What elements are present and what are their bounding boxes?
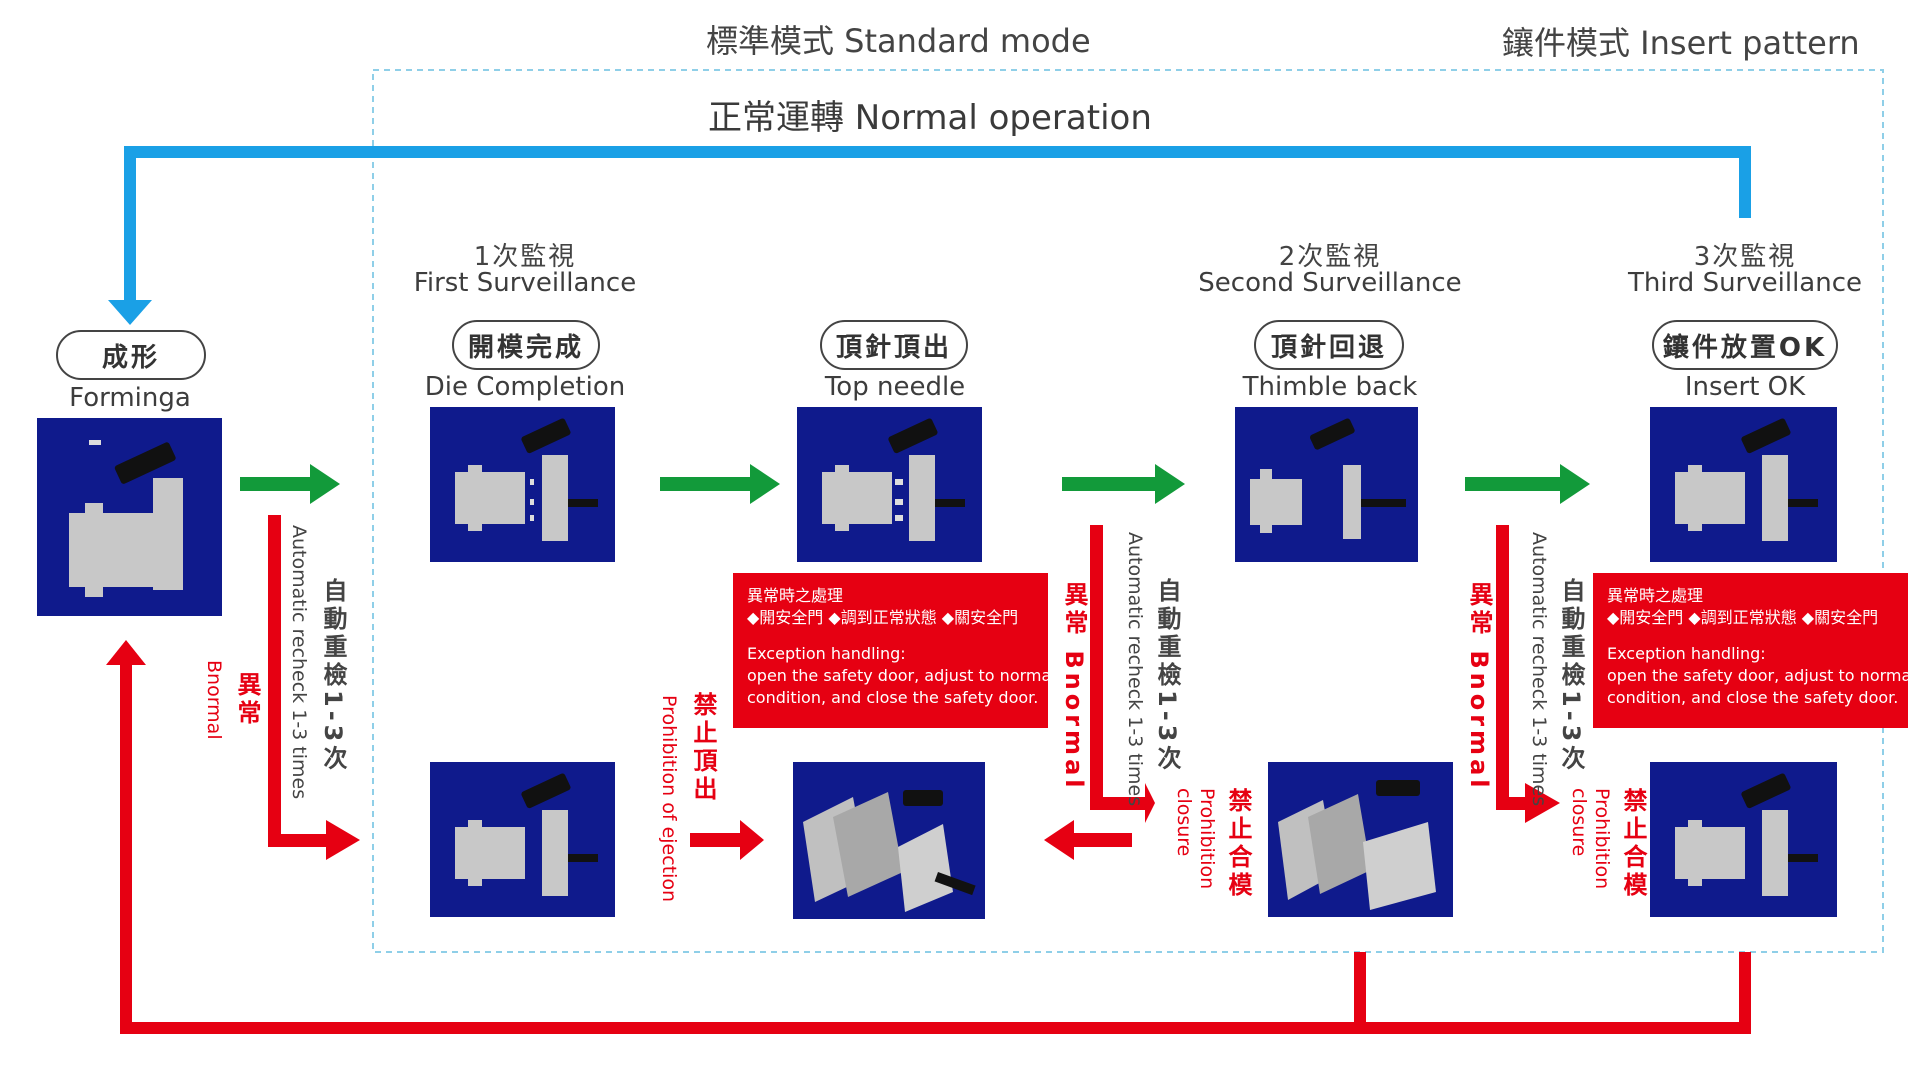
recheck-label-en-1: Automatic recheck 1-3 times — [288, 525, 310, 800]
closure-blocked-image — [1268, 762, 1453, 917]
stage4-pill: 鑲件放置OK — [1652, 320, 1838, 370]
exception-box-2: 異常時之處理 ◆開安全門 ◆調到正常狀態 ◆關安全門 Exception han… — [1593, 573, 1916, 728]
mode-frame — [372, 69, 1884, 953]
stage1-title-en: First Surveillance — [413, 268, 637, 298]
exception-text-en-2: condition, and close the safety door. — [747, 688, 1039, 707]
forming-label: Forminga — [69, 383, 191, 413]
prohibit-close-zh-1: 禁止合模 — [1224, 788, 1252, 900]
recheck-label-en-3: Automatic recheck 1-3 times — [1528, 532, 1550, 807]
normal-operation-label: 正常運轉 Normal operation — [708, 98, 1152, 138]
prohibit-close-en2-1: closure — [1173, 788, 1195, 857]
recheck-label-zh-1: 自動重檢1-3次 — [319, 578, 347, 774]
stage3-pill: 頂針回退 — [1254, 320, 1404, 370]
top-needle-image — [797, 407, 982, 562]
exception-text-en-1: open the safety door, adjust to normal — [1607, 666, 1916, 685]
prohibit-close-en1-2: Prohibition — [1591, 788, 1613, 890]
exception-title: 異常時之處理 — [1607, 586, 1704, 605]
die-completion-image — [430, 407, 615, 562]
exception-title: 異常時之處理 — [747, 586, 844, 605]
abnormal-label-3: 異常 Bnormal — [1465, 582, 1493, 792]
stage1-title-zh: 1次監視 — [473, 242, 577, 272]
open-mold-icon — [455, 773, 598, 896]
abnormal-loop-line — [120, 660, 1366, 1034]
recheck-label-zh-2: 自動重檢1-3次 — [1153, 578, 1181, 774]
open-mold-icon — [822, 418, 965, 541]
exception-box-1: 異常時之處理 ◆開安全門 ◆調到正常狀態 ◆關安全門 Exception han… — [733, 573, 1056, 728]
stage4-label: Insert OK — [1684, 372, 1806, 402]
mold-part-icon — [69, 440, 183, 597]
insert-pattern-title: 鑲件模式 Insert pattern — [1502, 24, 1860, 62]
exception-text-en-1: open the safety door, adjust to normal — [747, 666, 1056, 685]
insert-ok-image — [1650, 407, 1837, 562]
abnormal-label-2: 異常 Bnormal — [1060, 582, 1088, 792]
abnormal-arrows — [268, 515, 1560, 860]
forming-pill: 成形 — [56, 330, 206, 380]
stage2-label: Top needle — [824, 372, 966, 402]
recheck-label-zh-3: 自動重檢1-3次 — [1557, 578, 1585, 774]
exception-heading-en: Exception handling: — [747, 644, 906, 663]
open-mold-icon — [1675, 418, 1818, 541]
exception-steps: ◆開安全門 ◆調到正常狀態 ◆關安全門 — [747, 608, 1019, 627]
recheck-image-1 — [430, 762, 615, 917]
open-mold-icon — [455, 418, 598, 541]
ejection-blocked-image — [793, 762, 985, 919]
stage4-title-en: Third Surveillance — [1627, 268, 1862, 298]
prohibit-close-zh-2: 禁止合模 — [1619, 788, 1647, 900]
thimble-back-image — [1235, 407, 1418, 562]
abnormal-label-en-1: Bnormal — [203, 660, 225, 740]
closed-mold-icon — [1278, 780, 1436, 910]
recheck-label-en-2: Automatic recheck 1-3 times — [1124, 532, 1146, 807]
open-mold-icon — [1675, 773, 1818, 896]
stage3-label: Thimble back — [1242, 372, 1418, 402]
normal-loop-arrowhead — [108, 300, 152, 325]
prohibit-close-en2-2: closure — [1568, 788, 1590, 857]
stage3-title-en: Second Surveillance — [1198, 268, 1462, 298]
exception-steps: ◆開安全門 ◆調到正常狀態 ◆關安全門 — [1607, 608, 1879, 627]
abnormal-label-zh-1: 異常 — [233, 672, 261, 728]
prohibit-eject-en: Prohibition of ejection — [658, 695, 680, 903]
stage4-title-zh: 3次監視 — [1693, 242, 1797, 272]
standard-mode-title: 標準模式 Standard mode — [706, 22, 1091, 60]
stage3-title-zh: 2次監視 — [1278, 242, 1382, 272]
closed-mold-icon — [803, 790, 976, 912]
stage2-pill: 頂針頂出 — [820, 320, 968, 370]
ok-arrows — [240, 464, 1590, 504]
stage1-label: Die Completion — [424, 372, 626, 402]
exception-heading-en: Exception handling: — [1607, 644, 1766, 663]
recheck-image-3 — [1650, 762, 1837, 917]
abnormal-loop-arrowhead — [106, 640, 146, 665]
prohibit-close-en1-1: Prohibition — [1196, 788, 1218, 890]
normal-loop-line — [124, 146, 1751, 305]
open-mold-icon — [1250, 418, 1406, 539]
exception-text-en-2: condition, and close the safety door. — [1607, 688, 1899, 707]
forming-image — [37, 418, 222, 616]
stage1-pill: 開模完成 — [452, 320, 600, 370]
prohibit-eject-zh: 禁止頂出 — [689, 692, 717, 804]
